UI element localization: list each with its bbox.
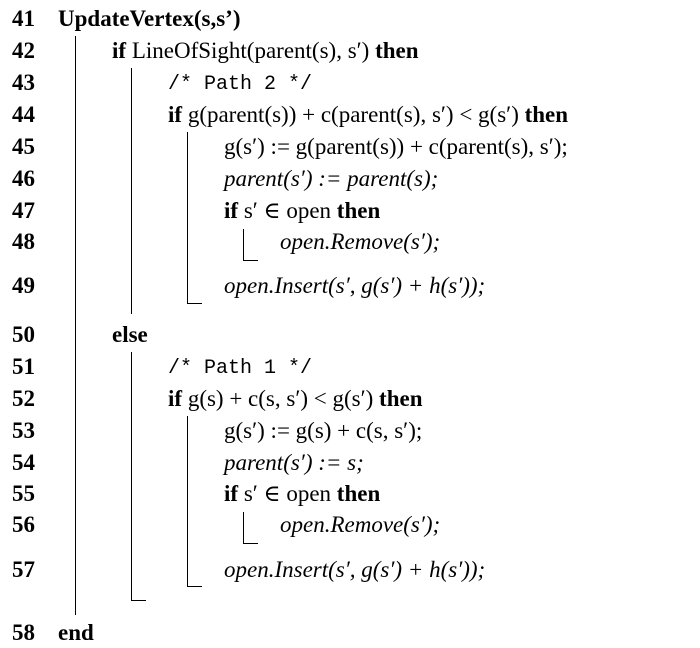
code-line-57: open.Insert(s′, g(s′) + h(s′));	[224, 557, 486, 582]
line-number-52: 52	[12, 386, 35, 411]
code-line-48: open.Remove(s′);	[280, 229, 441, 254]
block-corner-if-open-2	[243, 543, 258, 544]
keyword-then: then	[379, 386, 423, 411]
line-number-57: 57	[12, 557, 35, 582]
condition: g(parent(s)) + c(parent(s), s′) < g(s′)	[187, 102, 519, 127]
condition: g(s) + c(s, s′) < g(s′)	[187, 386, 374, 411]
line-number-54: 54	[12, 450, 35, 475]
line-number-45: 45	[12, 134, 35, 159]
line-number-41: 41	[12, 6, 35, 31]
keyword-if: if	[224, 198, 239, 223]
block-line-if-path1	[187, 416, 188, 587]
keyword-then: then	[375, 38, 419, 63]
code-line-53: g(s′) := g(s) + c(s, s′);	[224, 418, 423, 443]
line-number-58: 58	[12, 620, 35, 645]
block-line-if-open-2	[243, 512, 244, 544]
code-line-45: g(s′) := g(parent(s)) + c(parent(s), s′)…	[224, 134, 568, 159]
block-corner-if-open-1	[243, 260, 258, 261]
keyword-end: end	[58, 620, 94, 645]
block-line-if-los	[131, 68, 132, 314]
keyword-if: if	[168, 386, 183, 411]
line-number-50: 50	[12, 322, 35, 347]
code-line-56: open.Remove(s′);	[280, 512, 441, 537]
keyword-then: then	[336, 481, 381, 506]
block-line-function	[75, 36, 76, 615]
keyword-if: if	[168, 102, 183, 127]
code-line-52: if g(s) + c(s, s′) < g(s′) then	[168, 386, 423, 412]
code-line-49: open.Insert(s′, g(s′) + h(s′));	[224, 273, 486, 298]
line-number-48: 48	[12, 229, 35, 254]
line-number-55: 55	[12, 481, 35, 506]
block-corner-if-path2	[187, 303, 202, 304]
keyword-then: then	[524, 102, 569, 127]
keyword-else: else	[112, 322, 148, 347]
comment-path-2: /* Path 2 */	[168, 73, 313, 96]
line-number-47: 47	[12, 198, 35, 223]
code-line-46: parent(s′) := parent(s);	[224, 166, 439, 191]
block-line-if-path2	[187, 132, 188, 304]
line-number-53: 53	[12, 418, 35, 443]
function-header: UpdateVertex(s,s’)	[58, 6, 241, 31]
comment-path-1: /* Path 1 */	[168, 357, 313, 380]
line-number-56: 56	[12, 512, 35, 537]
block-corner-else	[131, 600, 146, 601]
keyword-then: then	[336, 198, 381, 223]
code-line-44: if g(parent(s)) + c(parent(s), s′) < g(s…	[168, 102, 568, 128]
block-line-if-open-1	[243, 229, 244, 261]
code-line-47: if s′ ∈ open then	[224, 198, 380, 224]
line-number-44: 44	[12, 102, 35, 127]
block-corner-if-path1	[187, 586, 202, 587]
condition: LineOfSight(parent(s), s′)	[131, 38, 370, 63]
keyword-if: if	[224, 481, 239, 506]
code-line-55: if s′ ∈ open then	[224, 481, 380, 507]
condition: s′ ∈ open	[243, 198, 332, 223]
line-number-43: 43	[12, 70, 35, 95]
line-number-49: 49	[12, 273, 35, 298]
keyword-if: if	[112, 38, 127, 63]
block-line-else	[131, 352, 132, 601]
line-number-51: 51	[12, 354, 35, 379]
code-line-42: if LineOfSight(parent(s), s′) then	[112, 38, 419, 64]
code-line-54: parent(s′) := s;	[224, 450, 364, 475]
condition: s′ ∈ open	[243, 481, 332, 506]
line-number-46: 46	[12, 166, 35, 191]
line-number-42: 42	[12, 38, 35, 63]
